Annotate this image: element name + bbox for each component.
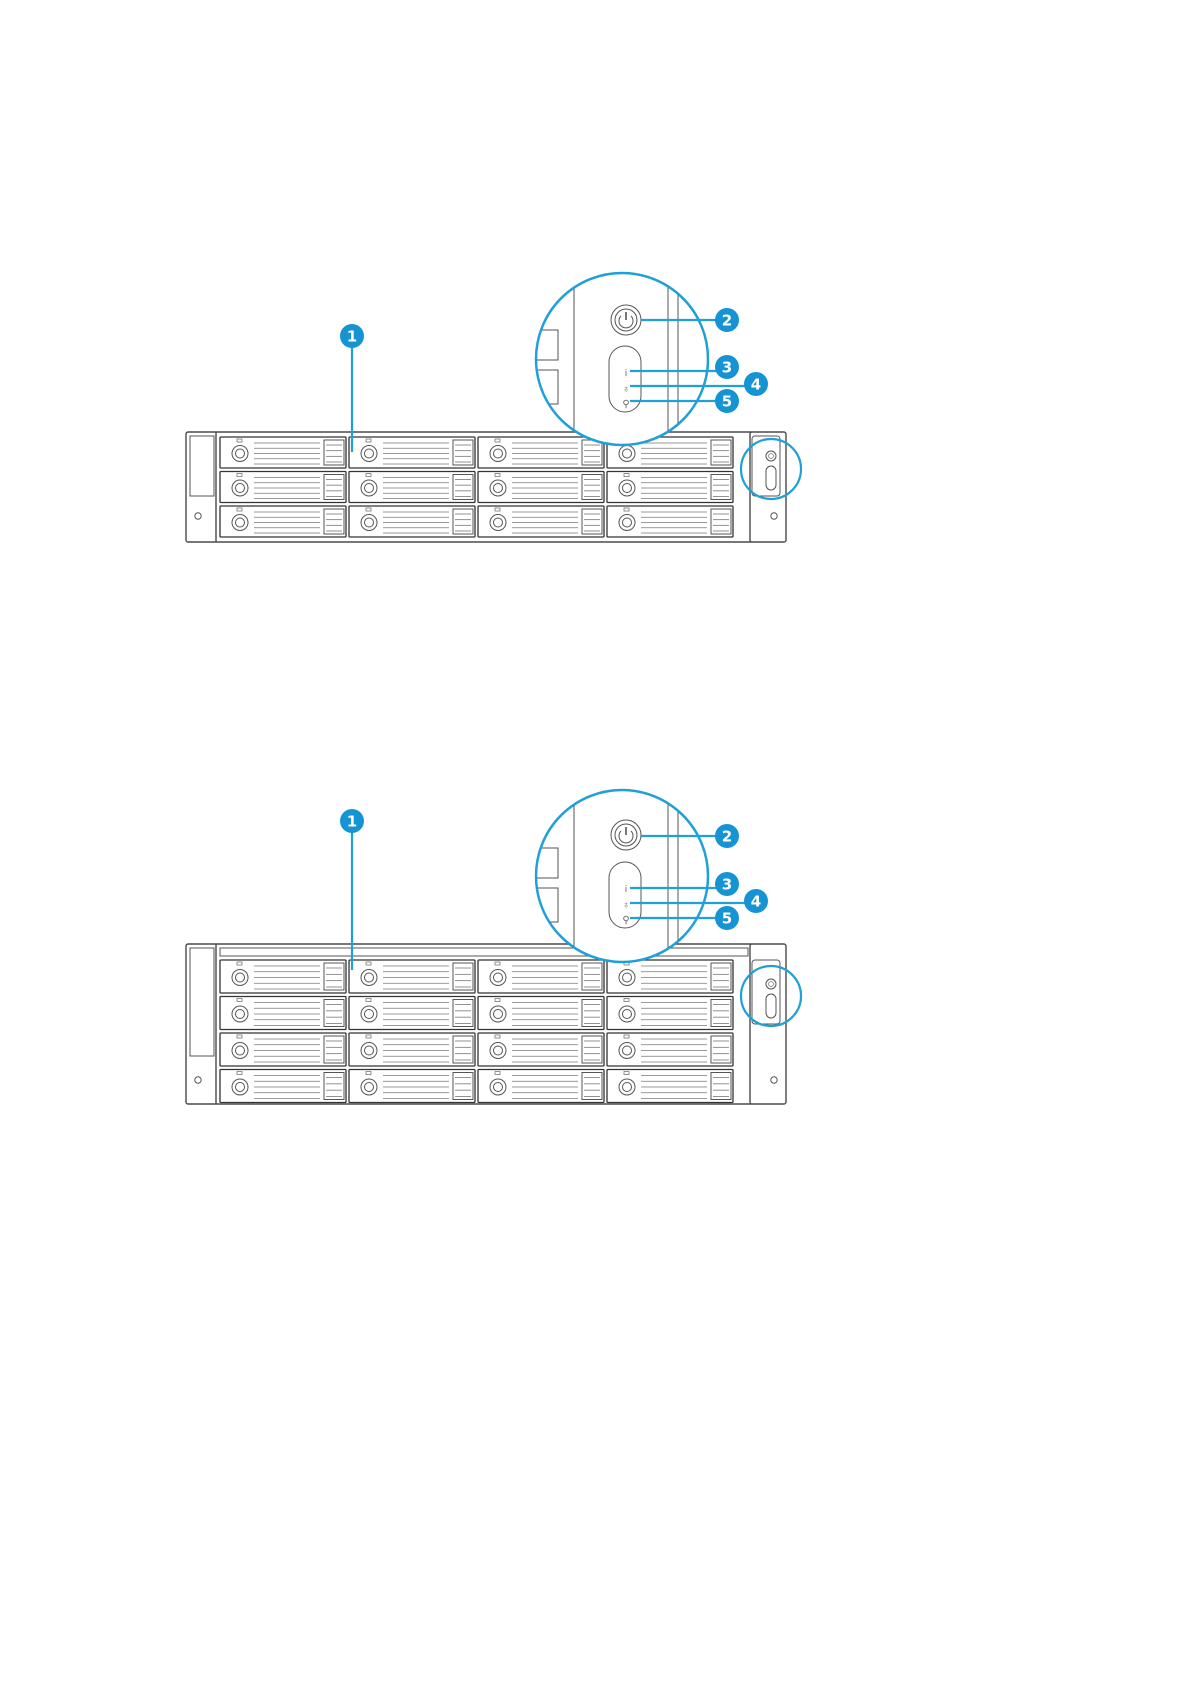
tray-latch[interactable] [232,1079,248,1095]
tray-latch[interactable] [361,970,377,986]
tray-latch[interactable] [619,1079,635,1095]
callout-2: 2 [715,308,739,332]
callout-3: 3 [715,872,739,896]
tray-latch[interactable] [361,1079,377,1095]
drive-bay[interactable] [607,1070,733,1103]
network-icon: ♁ [622,900,630,911]
led-panel-small [766,994,776,1018]
ear-screw-right [771,1077,777,1083]
drive-bay[interactable] [220,960,346,993]
drive-bay[interactable] [220,997,346,1030]
callout-4: 4 [744,889,768,913]
drive-bay[interactable] [349,960,475,993]
svg-text:3: 3 [722,359,732,377]
tray-latch[interactable] [490,1079,506,1095]
svg-text:5: 5 [722,393,732,411]
tray-latch[interactable] [361,1043,377,1059]
tray-latch[interactable] [232,970,248,986]
drive-bay[interactable] [607,472,733,503]
drive-bay[interactable] [349,472,475,503]
drive-bay[interactable] [478,506,604,537]
drive-bay[interactable] [220,1070,346,1103]
callout-3: 3 [715,355,739,379]
drive-bay[interactable] [349,997,475,1030]
tray-latch[interactable] [361,1006,377,1022]
tray-latch[interactable] [490,1043,506,1059]
status-icon: ⅰ [625,884,628,894]
status-icon: ⅰ [625,368,628,378]
svg-text:1: 1 [347,328,357,346]
drive-bay[interactable] [220,472,346,503]
tray-latch[interactable] [232,1006,248,1022]
drive-bay[interactable] [478,1070,604,1103]
svg-text:3: 3 [722,876,732,894]
ear-screw-left [195,1077,201,1083]
drive-bays-3u [220,960,733,1103]
network-icon: ♁ [622,384,630,395]
drive-bay[interactable] [220,1033,346,1066]
tray-latch[interactable] [619,970,635,986]
drive-bay[interactable] [220,506,346,537]
nas-front-diagram-2u: ⅰ ♁ ⚲ 1 2 3 4 5 [0,0,1191,842]
drive-bay[interactable] [478,472,604,503]
chassis-3u [186,944,786,1104]
tray-latch[interactable] [232,1043,248,1059]
drive-bay[interactable] [349,437,475,468]
tray-latch[interactable] [619,1006,635,1022]
callout-5: 5 [715,389,739,413]
drive-bay[interactable] [349,506,475,537]
drive-bay[interactable] [607,1033,733,1066]
tray-latch[interactable] [619,1043,635,1059]
zoom-inset-2u: ⅰ ♁ ⚲ [536,270,708,450]
drive-bay[interactable] [478,960,604,993]
usb-icon: ⚲ [622,915,629,926]
usb-icon: ⚲ [622,399,629,410]
drive-bay[interactable] [220,437,346,468]
svg-text:4: 4 [751,376,761,394]
tray-latch[interactable] [490,970,506,986]
drive-bay[interactable] [478,1033,604,1066]
drive-bay[interactable] [478,437,604,468]
callout-5: 5 [715,906,739,930]
drive-bay[interactable] [478,997,604,1030]
callout-1: 1 [340,324,364,348]
callout-4: 4 [744,372,768,396]
svg-text:5: 5 [722,910,732,928]
svg-text:4: 4 [751,893,761,911]
power-button-small [766,979,776,989]
drive-bay[interactable] [349,1033,475,1066]
drive-bay[interactable] [607,506,733,537]
drive-bay[interactable] [607,960,733,993]
tray-latch[interactable] [490,1006,506,1022]
drive-bay[interactable] [607,997,733,1030]
drive-bay[interactable] [349,1070,475,1103]
led-panel-zoom [609,862,641,928]
svg-text:2: 2 [722,312,732,330]
control-panel-highlight [741,966,801,1026]
